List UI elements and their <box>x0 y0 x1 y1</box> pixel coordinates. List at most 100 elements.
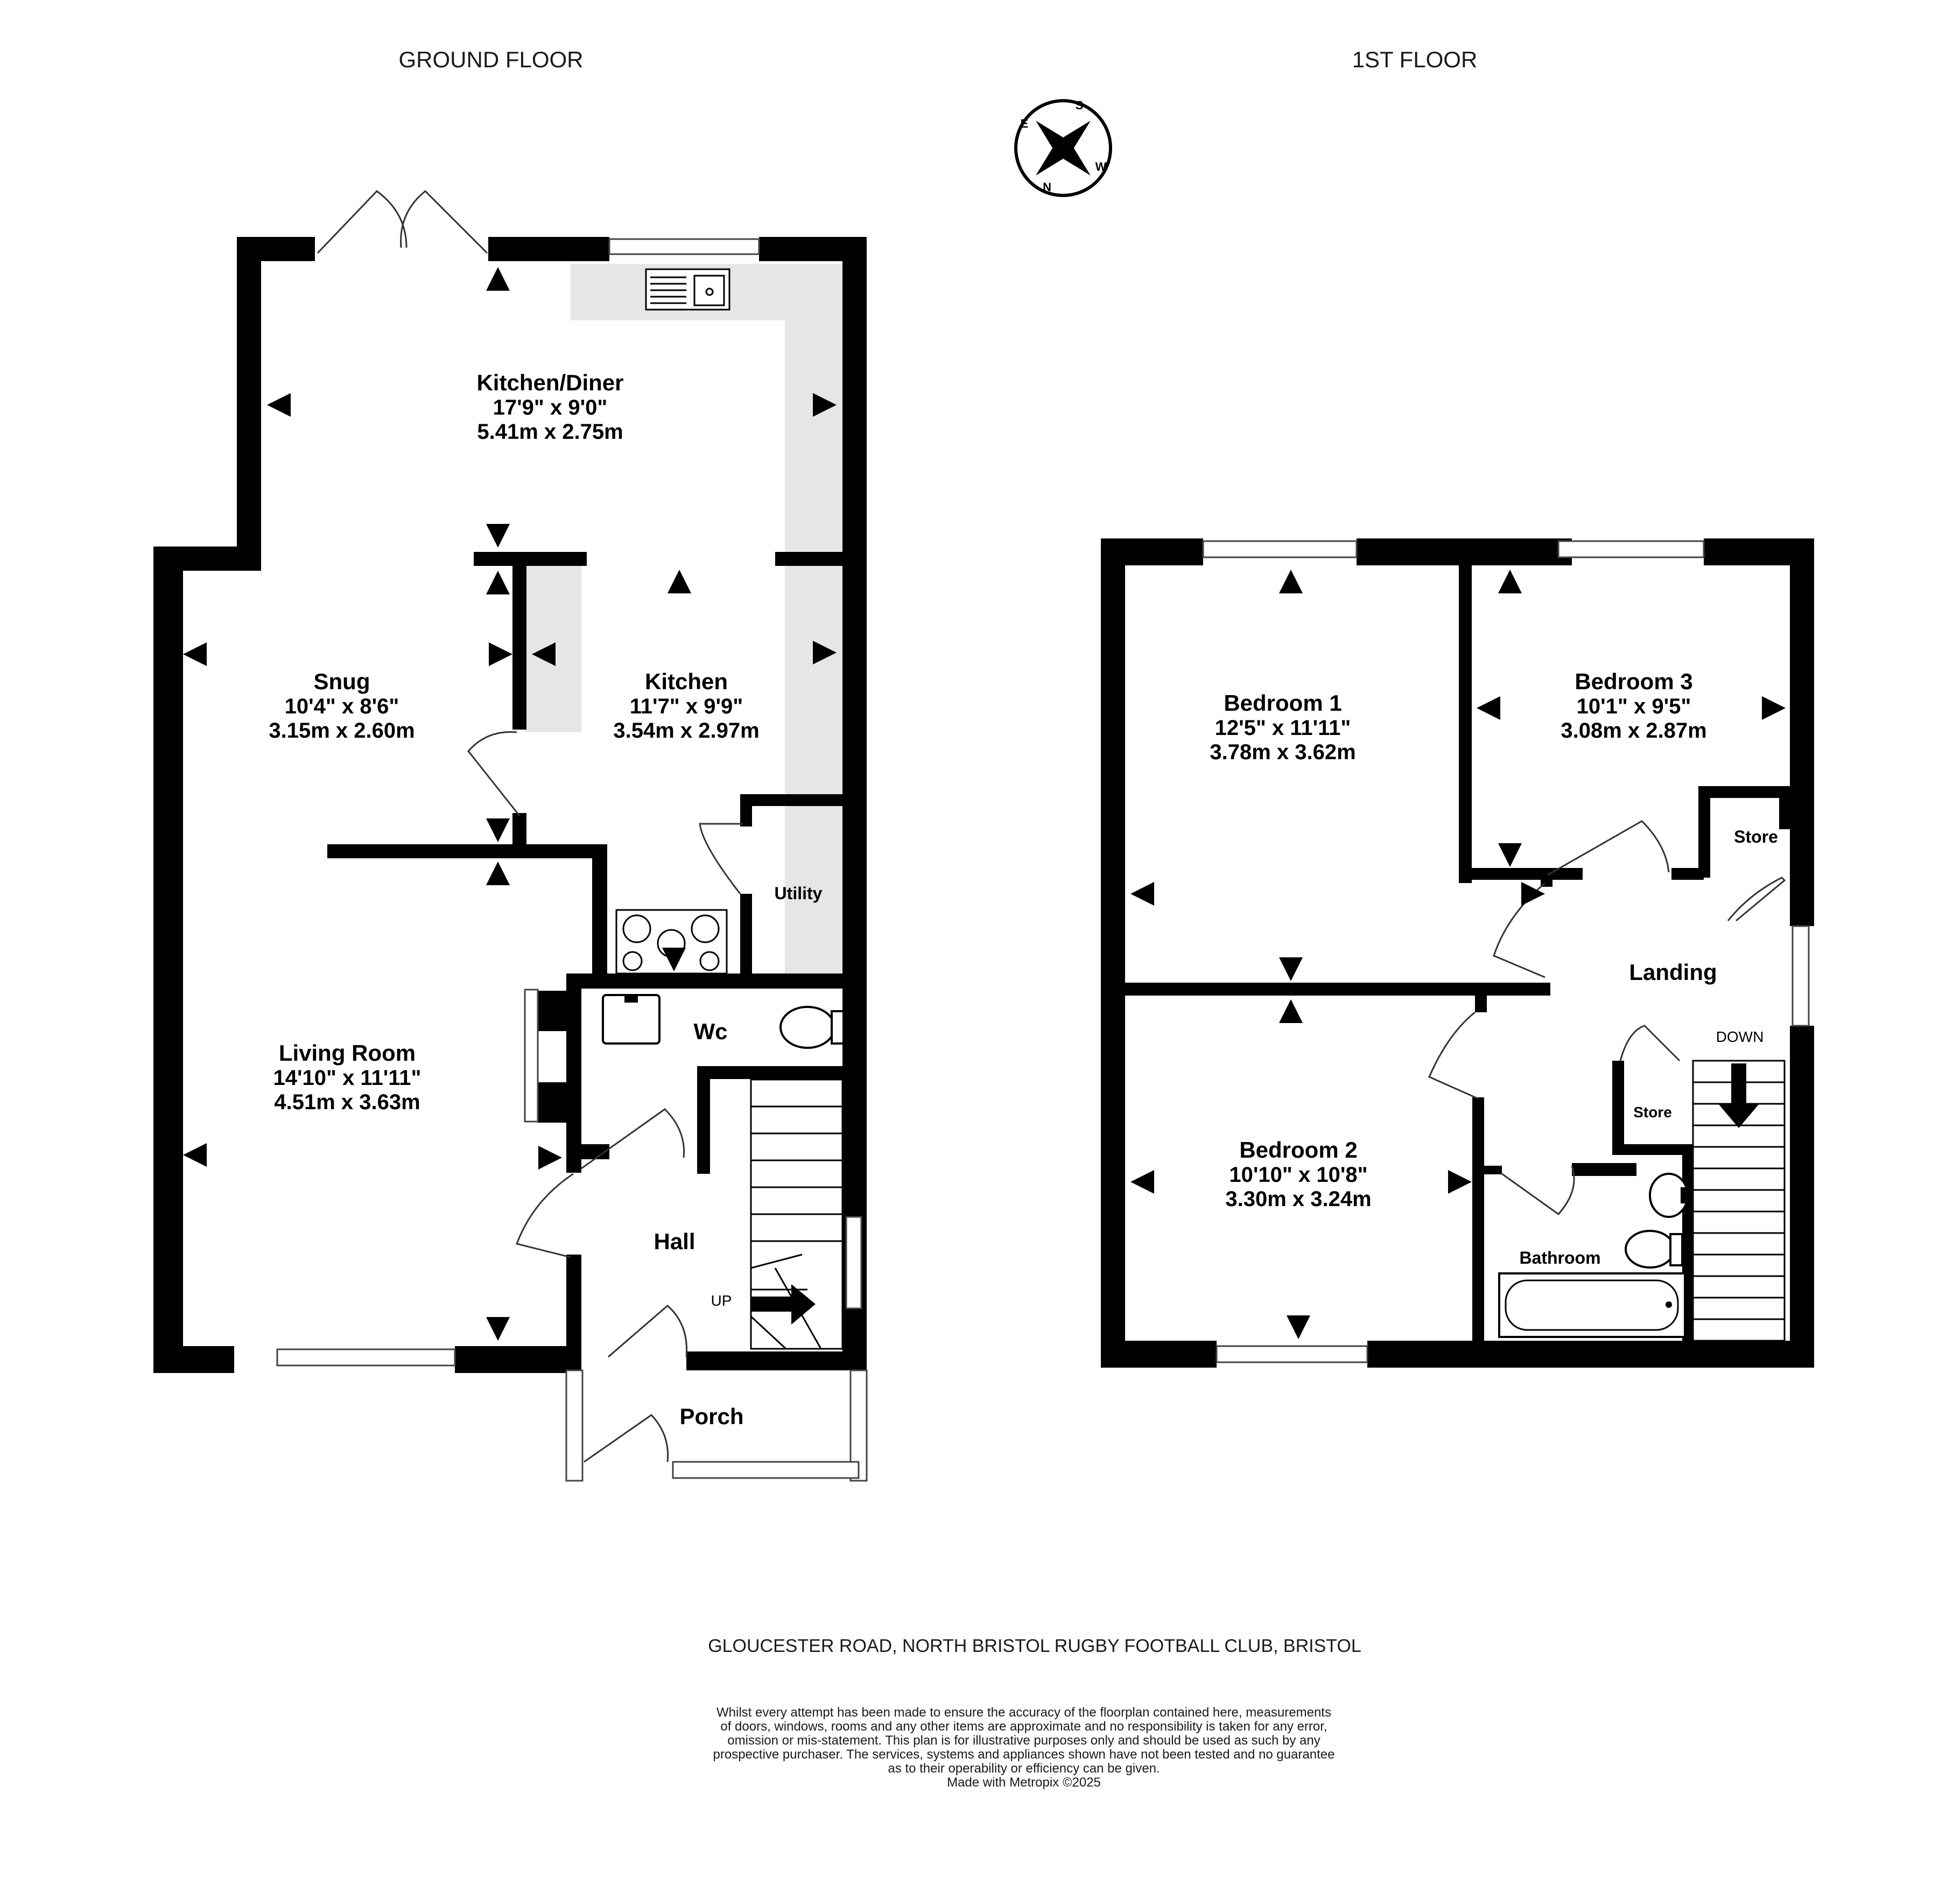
dimension-arrow-icon <box>183 642 207 666</box>
bathroom-name: Bathroom <box>1519 1248 1600 1267</box>
wc-name: Wc <box>694 1019 728 1044</box>
wall <box>153 1346 234 1373</box>
dimension-arrow-icon <box>486 862 510 885</box>
wall <box>1475 983 1487 1012</box>
living-room-metric: 4.51m x 3.63m <box>274 1090 420 1114</box>
bath-icon <box>1498 1272 1686 1338</box>
snug-name: Snug <box>314 669 370 694</box>
chimney-breast <box>537 1082 567 1123</box>
wall <box>327 844 607 858</box>
dimension-arrow-icon <box>1279 999 1303 1023</box>
bedroom3-imperial: 10'1" x 9'5" <box>1577 695 1691 718</box>
wall <box>740 794 752 827</box>
wall <box>1101 1341 1217 1368</box>
toilet-icon <box>779 1006 845 1049</box>
dimension-arrow-icon <box>486 571 510 594</box>
fireplace <box>524 989 539 1123</box>
door <box>516 1173 574 1258</box>
window <box>276 1348 456 1367</box>
dimension-arrow-icon <box>486 267 510 291</box>
wall <box>1497 538 1558 565</box>
kitchen-diner-imperial: 17'9" x 9'0" <box>493 396 608 419</box>
wall <box>688 1351 700 1370</box>
door <box>699 823 743 894</box>
wall <box>474 552 587 566</box>
wall <box>592 844 607 987</box>
bedroom2-metric: 3.30m x 3.24m <box>1225 1187 1371 1211</box>
wall <box>1572 1163 1636 1176</box>
address-line: GLOUCESTER ROAD, NORTH BRISTOL RUGBY FOO… <box>708 1636 1361 1656</box>
wall <box>1612 1061 1624 1150</box>
wall <box>697 1066 845 1079</box>
bedroom2-name: Bedroom 2 <box>1239 1137 1357 1162</box>
bedroom2-imperial: 10'10" x 10'8" <box>1229 1163 1367 1187</box>
wall <box>1367 1341 1814 1368</box>
dimension-arrow-icon <box>813 393 837 417</box>
wall <box>237 237 261 571</box>
door <box>581 1108 685 1169</box>
dimension-arrow-icon <box>1762 696 1786 720</box>
bedroom1-metric: 3.78m x 3.62m <box>1210 740 1355 764</box>
wall <box>1101 538 1125 1368</box>
wall <box>1472 1097 1484 1345</box>
window <box>1557 540 1705 558</box>
ground-floor-plan: UP <box>153 190 868 1482</box>
wall <box>1790 1026 1814 1368</box>
dimension-arrow-icon <box>1130 882 1154 906</box>
dimension-arrow-icon <box>267 393 291 417</box>
kitchen-metric: 3.54m x 2.97m <box>613 719 759 743</box>
stair-down-arrow-icon <box>1718 1063 1759 1128</box>
wall <box>512 813 526 851</box>
bedroom3-metric: 3.08m x 2.87m <box>1561 719 1706 743</box>
kitchen-diner-name: Kitchen/Diner <box>476 370 623 395</box>
first-floor-plan: DOWN Bedroom 1 12'5" x 11'11" 3.78m x 3.… <box>1101 538 1814 1368</box>
ground-floor-title: GROUND FLOOR <box>398 47 583 72</box>
stair-up-arrow-icon <box>751 1284 816 1325</box>
utility-name: Utility <box>775 884 823 903</box>
living-room-imperial: 14'10" x 11'11" <box>273 1066 421 1090</box>
bedroom3-name: Bedroom 3 <box>1575 669 1692 694</box>
window <box>1216 1345 1368 1363</box>
window <box>845 1216 862 1309</box>
dimension-arrow-icon <box>1279 957 1303 981</box>
compass-n: N <box>1043 180 1051 194</box>
sink-icon <box>645 268 730 311</box>
dimension-arrow-icon <box>486 1317 510 1341</box>
french-door <box>317 190 408 254</box>
wall <box>566 973 845 989</box>
compass-icon: S W N E <box>1014 99 1112 197</box>
porch-window <box>565 1369 584 1482</box>
dimension-arrow-icon <box>489 642 512 666</box>
dimension-arrow-icon <box>532 642 556 666</box>
wall <box>1698 786 1795 798</box>
wall <box>1459 868 1583 880</box>
wall <box>686 1351 867 1370</box>
stairs-up-label: UP <box>711 1292 732 1309</box>
store-upper-name: Store <box>1734 827 1778 846</box>
wall <box>455 1346 581 1373</box>
disclaimer: Whilst every attempt has been made to en… <box>713 1705 1335 1790</box>
wall <box>842 237 867 1368</box>
wall <box>1671 868 1704 880</box>
disclaimer-line: Made with Metropix ©2025 <box>947 1775 1101 1790</box>
basin-icon <box>1649 1173 1689 1218</box>
disclaimer-line: prospective purchaser. The services, sys… <box>713 1747 1335 1762</box>
wall <box>566 1144 609 1159</box>
disclaimer-line: Whilst every attempt has been made to en… <box>716 1705 1331 1720</box>
wall <box>153 547 183 1373</box>
kitchen-imperial: 11'7" x 9'9" <box>630 695 743 718</box>
dimension-arrow-icon <box>1498 843 1522 867</box>
dimension-arrow-icon <box>662 948 686 971</box>
door <box>1501 1165 1575 1216</box>
door <box>1547 820 1670 876</box>
landing-name: Landing <box>1629 959 1717 985</box>
wall <box>488 237 609 261</box>
chimney-breast <box>537 991 567 1031</box>
compass-s: S <box>1076 99 1084 112</box>
stairs-down-label: DOWN <box>1716 1028 1764 1045</box>
store-lower-name: Store <box>1633 1104 1672 1120</box>
dimension-arrow-icon <box>668 570 691 593</box>
wall <box>512 552 526 730</box>
dimension-arrow-icon <box>1477 696 1500 720</box>
dimension-arrow-icon <box>1130 1170 1154 1194</box>
